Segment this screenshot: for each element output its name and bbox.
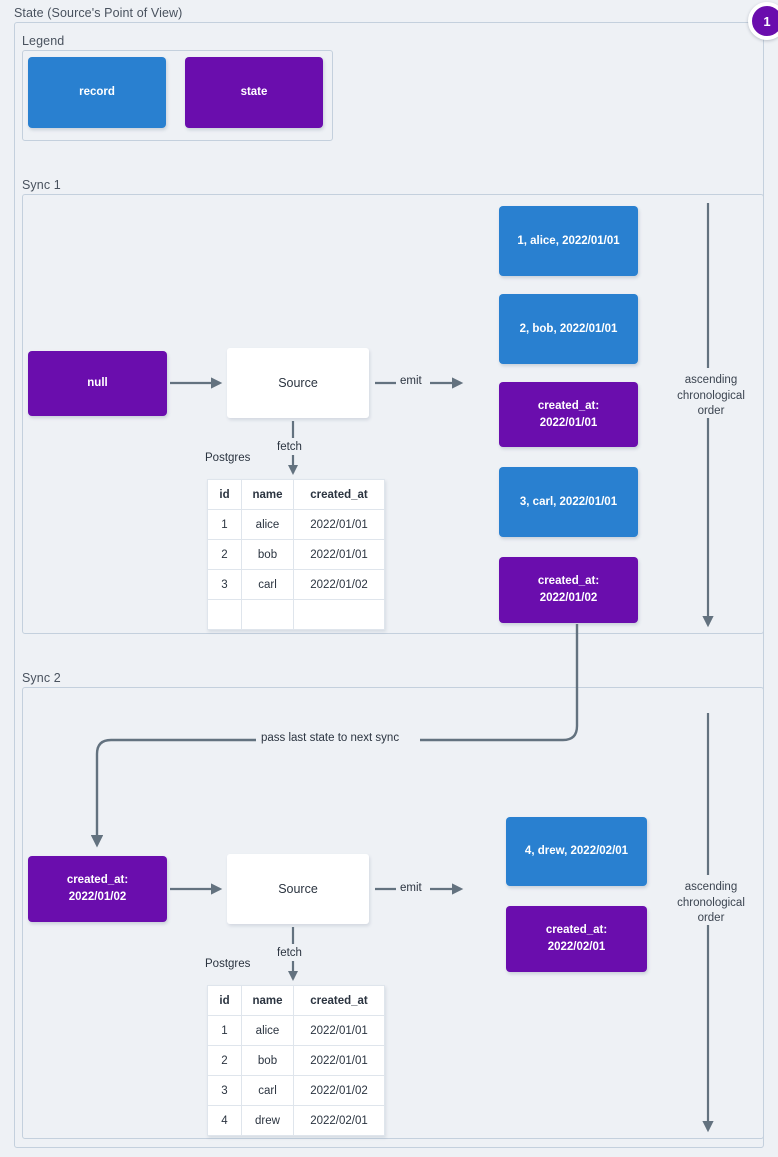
cell-id: 2 [207,539,242,570]
cell-name: bob [241,539,294,570]
column-header-id: id [207,479,242,510]
table-row: 2 bob 2022/01/01 [207,1045,385,1076]
sync1-label: Sync 1 [22,178,61,192]
pass-state-connector-label: pass last state to next sync [258,732,403,744]
cell-created: 2022/01/01 [293,1015,385,1046]
cell-created [293,599,385,630]
sync1-order-label: ascending chronological order [664,371,758,422]
sync1-emitted-2: created_at: 2022/01/01 [499,382,638,447]
legend-swatch-record: record [28,57,166,128]
sync2-emit-label: emit [397,882,425,894]
cell-created: 2022/01/02 [293,569,385,600]
cell-created: 2022/01/01 [293,539,385,570]
sync1-input-state: null [28,351,167,416]
column-header-created: created_at [293,479,385,510]
sync1-source-node: Source [227,348,369,418]
column-header-name: name [241,985,294,1016]
cell-id: 1 [207,1015,242,1046]
sync2-db-label: Postgres [205,958,251,970]
cell-name: alice [241,1015,294,1046]
cell-created: 2022/01/02 [293,1075,385,1106]
cell-created: 2022/02/01 [293,1105,385,1136]
sync2-input-state: created_at: 2022/01/02 [28,856,167,922]
table-row: 4 drew 2022/02/01 [207,1105,385,1136]
table-row [207,599,385,630]
table-header-row: id name created_at [207,985,385,1016]
sync1-fetch-label: fetch [277,441,302,453]
legend-swatch-state: state [185,57,323,128]
column-header-id: id [207,985,242,1016]
sync2-postgres-table: id name created_at 1 alice 2022/01/01 2 … [207,985,385,1136]
page-title: State (Source's Point of View) [14,6,183,20]
sync2-emitted-0: 4, drew, 2022/02/01 [506,817,647,886]
cell-id: 2 [207,1045,242,1076]
cell-id: 1 [207,509,242,540]
sync1-db-label: Postgres [205,452,251,464]
table-row: 1 alice 2022/01/01 [207,1015,385,1046]
cell-created: 2022/01/01 [293,1045,385,1076]
cell-id: 3 [207,1075,242,1106]
sync2-frame [22,687,764,1139]
sync2-source-node: Source [227,854,369,924]
sync1-postgres-table: id name created_at 1 alice 2022/01/01 2 … [207,479,385,630]
column-header-created: created_at [293,985,385,1016]
sync1-emitted-4: created_at: 2022/01/02 [499,557,638,623]
cell-id: 4 [207,1105,242,1136]
sync1-emitted-0: 1, alice, 2022/01/01 [499,206,638,276]
table-header-row: id name created_at [207,479,385,510]
cell-name [241,599,294,630]
step-badge[interactable]: 1 [748,2,778,40]
cell-name: carl [241,569,294,600]
sync2-emitted-1: created_at: 2022/02/01 [506,906,647,972]
legend-label: Legend [22,34,65,48]
cell-created: 2022/01/01 [293,509,385,540]
cell-name: alice [241,509,294,540]
sync2-order-label: ascending chronological order [664,878,758,929]
cell-id [207,599,242,630]
sync2-label: Sync 2 [22,671,61,685]
column-header-name: name [241,479,294,510]
table-row: 2 bob 2022/01/01 [207,539,385,570]
cell-id: 3 [207,569,242,600]
cell-name: drew [241,1105,294,1136]
cell-name: bob [241,1045,294,1076]
cell-name: carl [241,1075,294,1106]
sync2-fetch-label: fetch [277,947,302,959]
sync1-emitted-3: 3, carl, 2022/01/01 [499,467,638,537]
table-row: 1 alice 2022/01/01 [207,509,385,540]
table-row: 3 carl 2022/01/02 [207,1075,385,1106]
legend-frame [22,50,333,141]
sync1-frame [22,194,764,634]
sync1-emitted-1: 2, bob, 2022/01/01 [499,294,638,364]
sync1-emit-label: emit [397,375,425,387]
table-row: 3 carl 2022/01/02 [207,569,385,600]
